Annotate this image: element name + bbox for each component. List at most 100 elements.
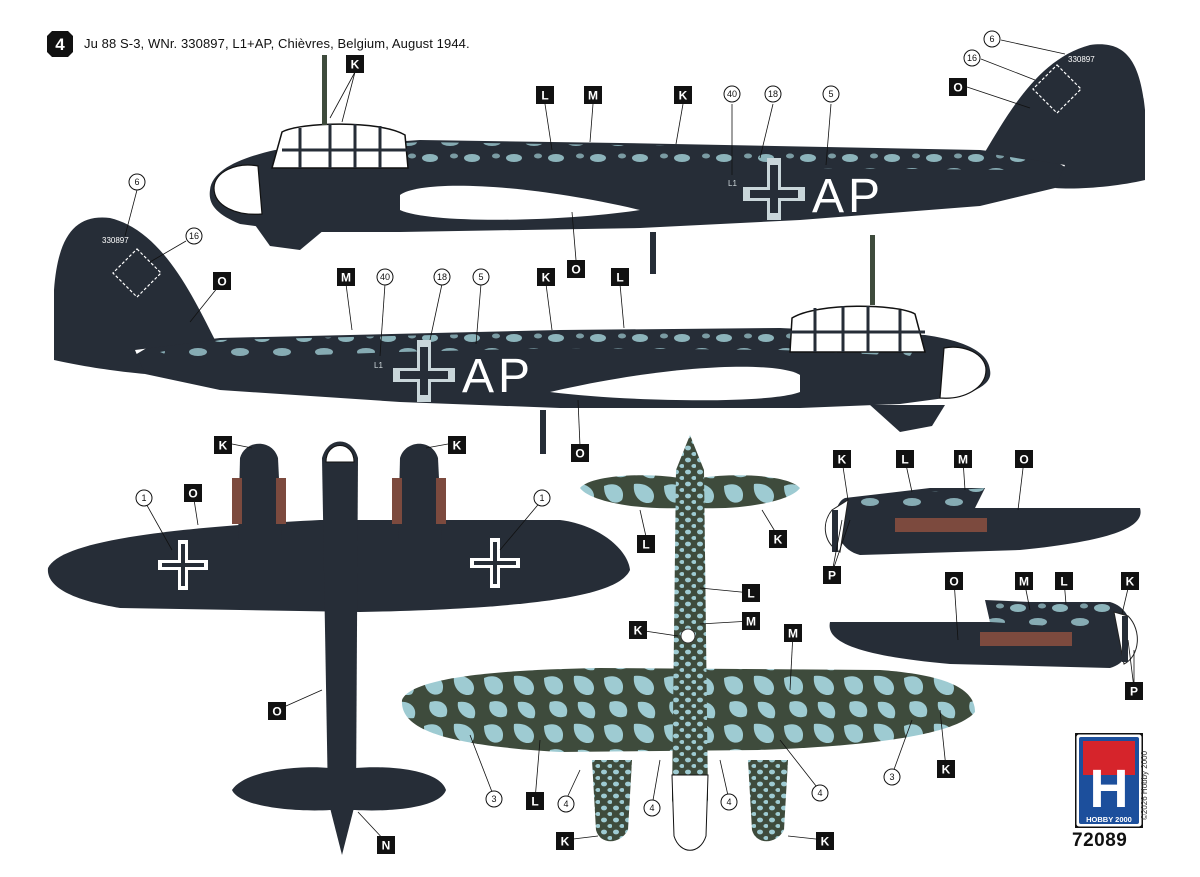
callout-M: M <box>954 450 972 468</box>
svg-text:HOBBY 2000: HOBBY 2000 <box>1086 815 1132 824</box>
canopy <box>789 305 926 353</box>
engine-nacelle-left <box>238 443 282 540</box>
svg-text:K: K <box>542 271 551 285</box>
svg-text:M: M <box>588 89 598 103</box>
callout-L: L <box>637 535 655 553</box>
svg-text:O: O <box>217 275 226 289</box>
tailwheel <box>540 410 546 454</box>
exhaust-right <box>392 478 402 524</box>
svg-text:L: L <box>531 795 538 809</box>
top-mottle <box>160 330 920 360</box>
letter-callouts: K L M K O O O M K L O K K O O N L K L K … <box>184 55 1143 854</box>
svg-text:O: O <box>1019 453 1028 467</box>
callout-5: 5 <box>822 85 840 103</box>
werknummer: 330897 <box>102 236 129 245</box>
number-callouts: 40 18 5 6 16 6 16 40 18 5 1 1 3 4 4 4 4 … <box>128 30 1001 817</box>
svg-text:O: O <box>953 81 962 95</box>
svg-text:M: M <box>1019 575 1029 589</box>
engine-nacelle-right <box>398 443 442 540</box>
top-mottle <box>280 142 1040 170</box>
leader-lines <box>124 39 1135 843</box>
callout-N: N <box>377 836 395 854</box>
code-letters: AP <box>462 350 534 403</box>
side-profile-right: L1 AP 330897 <box>54 217 991 454</box>
wing-cutout <box>550 366 800 401</box>
glazed-nose <box>325 445 355 463</box>
exhaust-left <box>232 478 242 524</box>
exhaust-left <box>276 478 286 524</box>
svg-text:M: M <box>746 615 756 629</box>
callout-L: L <box>1055 572 1073 590</box>
svg-text:L: L <box>747 587 754 601</box>
callout-M: M <box>1015 572 1033 590</box>
vertical-fin <box>54 217 215 374</box>
svg-text:6: 6 <box>134 177 139 187</box>
side-profile-left: L1 AP 330897 <box>209 44 1145 274</box>
svg-text:P: P <box>828 569 836 583</box>
product-number: 72089 <box>1072 830 1128 851</box>
callout-K: K <box>448 436 466 454</box>
svg-text:K: K <box>1126 575 1135 589</box>
svg-text:O: O <box>272 705 281 719</box>
svg-text:18: 18 <box>437 272 447 282</box>
antenna-mast <box>322 55 327 125</box>
svg-text:4: 4 <box>563 799 568 809</box>
copyright: ©2026 Hobby 2000 <box>1140 750 1149 820</box>
roundel-marker <box>680 628 696 644</box>
callout-40: 40 <box>723 85 741 103</box>
svg-text:L: L <box>541 89 548 103</box>
callout-L: L <box>742 584 760 602</box>
callout-O: O <box>268 702 286 720</box>
callout-P: P <box>823 566 841 584</box>
callout-K: K <box>1121 572 1139 590</box>
svg-text:N: N <box>382 839 391 853</box>
svg-text:3: 3 <box>491 794 496 804</box>
callout-K: K <box>674 86 692 104</box>
plan-view-camo <box>401 435 975 851</box>
svg-text:40: 40 <box>727 89 737 99</box>
svg-text:M: M <box>788 627 798 641</box>
svg-text:18: 18 <box>768 89 778 99</box>
wing-cross-right <box>470 538 520 588</box>
fin-swastika-outline <box>112 248 162 298</box>
svg-text:K: K <box>453 439 462 453</box>
fuselage-cross <box>393 340 455 402</box>
svg-text:1: 1 <box>141 493 146 503</box>
callout-18: 18 <box>764 85 782 103</box>
code-letters: AP <box>812 170 884 223</box>
svg-text:K: K <box>774 533 783 547</box>
svg-text:K: K <box>351 58 360 72</box>
callout-1: 1 <box>533 489 551 507</box>
callout-O: O <box>945 572 963 590</box>
callout-5: 5 <box>472 268 490 286</box>
nacelle-detail-upper <box>824 488 1141 555</box>
svg-text:1: 1 <box>539 493 544 503</box>
svg-text:16: 16 <box>967 53 977 63</box>
code-prefix: L1 <box>728 179 737 188</box>
svg-text:4: 4 <box>55 35 65 54</box>
svg-text:40: 40 <box>380 272 390 282</box>
fuselage-cross <box>743 158 805 220</box>
svg-text:K: K <box>942 763 951 777</box>
callout-16: 16 <box>963 49 981 67</box>
callout-4: 4 <box>720 793 738 811</box>
callout-L: L <box>611 268 629 286</box>
profile-title: Ju 88 S-3, WNr. 330897, L1+AP, Chièvres,… <box>84 36 470 51</box>
callout-L: L <box>536 86 554 104</box>
svg-text:K: K <box>679 89 688 103</box>
callout-4: 4 <box>811 784 829 802</box>
svg-text:K: K <box>821 835 830 849</box>
callout-O: O <box>213 272 231 290</box>
svg-text:16: 16 <box>189 231 199 241</box>
svg-text:O: O <box>949 575 958 589</box>
glazed-nose <box>939 346 987 399</box>
svg-text:M: M <box>341 271 351 285</box>
callout-4: 4 <box>557 795 575 813</box>
glazed-nose <box>213 164 263 215</box>
svg-text:M: M <box>958 453 968 467</box>
callout-L: L <box>526 792 544 810</box>
svg-text:H: H <box>1090 759 1129 819</box>
svg-text:L: L <box>616 271 623 285</box>
fin-swastika-outline <box>1032 64 1082 114</box>
